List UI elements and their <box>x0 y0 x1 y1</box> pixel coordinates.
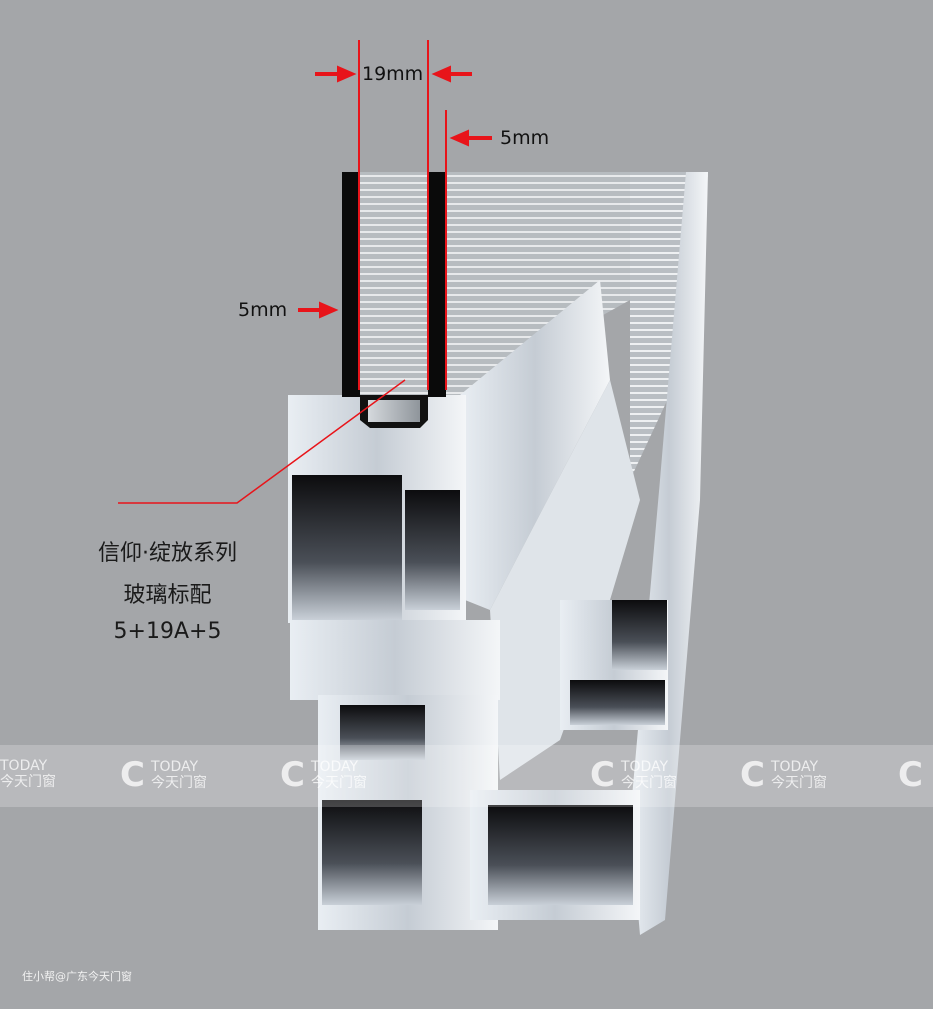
sash-face <box>460 280 610 610</box>
frame-chamber-2 <box>340 705 425 760</box>
caption-spec: 5+19A+5 <box>113 619 222 644</box>
watermark: C <box>898 758 923 792</box>
credit-text: 住小帮@广东今天门窗 <box>22 970 132 983</box>
inner-glass-pane <box>428 172 446 397</box>
watermark-logo-icon: C <box>280 755 305 795</box>
mid-chamber <box>570 680 665 725</box>
outer-glass-pane <box>342 172 360 397</box>
caption-glass: 玻璃标配 <box>123 583 212 608</box>
caption-series: 信仰·绽放系列 <box>98 541 237 566</box>
gap-dimension-label: 19mm <box>362 63 424 85</box>
sash-inner <box>490 380 640 780</box>
outer-glass-dimension-label: 5mm <box>238 299 288 321</box>
frame-chamber-3 <box>488 805 633 905</box>
watermark-band <box>0 745 933 807</box>
dimension-lines <box>118 40 492 504</box>
watermark-logo-icon: C <box>590 755 615 795</box>
frame-chamber <box>322 800 422 905</box>
watermark-logo-icon: C <box>120 755 145 795</box>
watermark-logo-icon: C <box>898 755 923 795</box>
inner-glass-dimension-label: 5mm <box>500 127 550 149</box>
outer-frame <box>630 172 708 935</box>
sash-chamber <box>292 475 402 620</box>
sash-chamber-2 <box>405 490 460 610</box>
mid-chamber-2 <box>612 600 667 670</box>
sash-lower <box>290 620 500 700</box>
watermark-logo-icon: C <box>740 755 765 795</box>
